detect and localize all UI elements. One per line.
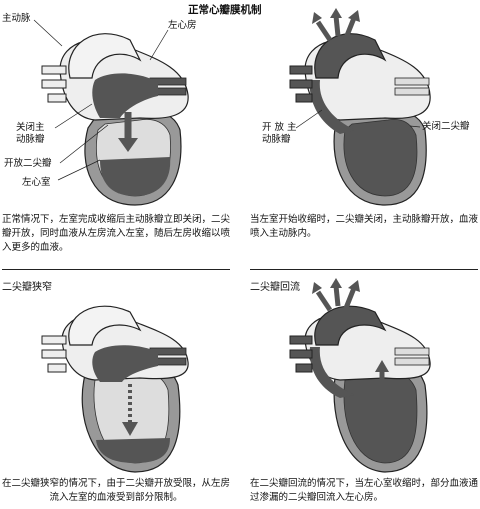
- divider-left: [2, 269, 230, 270]
- label-closed-mitral: 关闭二尖瓣: [422, 121, 470, 132]
- aorta-arch: [68, 305, 142, 346]
- ejection-arrow-2: [333, 15, 341, 37]
- label-left-ventricle: 左心室: [22, 177, 51, 188]
- caption-mitral-regurgitation: 在二尖瓣回流的情况下，当左心室收缩时，部分血液通过渗漏的二尖瓣回流入左心房。: [250, 478, 479, 503]
- aorta-flow-channel: [309, 80, 355, 134]
- caption-normal-diastole: 正常情况下，左室完成收缩后主动脉瓣立即关闭，二尖瓣开放，同时血液从左房流入左室，…: [2, 214, 231, 253]
- ejection-arrow-1: [315, 20, 333, 42]
- label-aorta: 主动脉: [2, 13, 31, 24]
- vessel-stub-3: [47, 93, 67, 103]
- caption-normal-systole: 当左室开始收缩时，二尖瓣关闭，主动脉瓣开放，血液喷入主动脉内。: [250, 214, 479, 239]
- label-closed-aortic-valve: 关闭主 动脉瓣: [16, 122, 45, 145]
- heading-mitral-stenosis: 二尖瓣狭窄: [2, 282, 52, 293]
- aorta-arch: [314, 305, 387, 346]
- atrium-blood: [92, 73, 158, 118]
- flow-arrow-head: [118, 138, 138, 152]
- heading-mitral-regurgitation: 二尖瓣回流: [250, 282, 300, 293]
- atrium-blood: [92, 345, 158, 382]
- ejection-arrow-3: [343, 17, 357, 39]
- label-left-atrium: 左心房: [168, 20, 197, 31]
- label-open-aortic-valve: 开 放 主 动脉瓣: [262, 122, 297, 145]
- ventricle-blood: [96, 438, 170, 463]
- divider-right: [250, 269, 478, 270]
- aorta-flow-channel: [309, 347, 355, 398]
- label-open-mitral: 开放二尖瓣: [4, 158, 52, 169]
- caption-mitral-stenosis: 在二尖瓣狭窄的情况下，由于二尖瓣开放受限，从左房流入左室的血液受到部分限制。: [2, 478, 231, 503]
- vessel-stub-2: [41, 79, 67, 89]
- vessel-stub-1: [41, 65, 67, 75]
- aorta-arch: [314, 33, 387, 79]
- page-title: 正常心瓣膜机制: [188, 4, 262, 16]
- aorta-arch: [68, 33, 142, 79]
- ventricle-blood: [100, 157, 171, 196]
- ventricle-chamber: [343, 118, 418, 197]
